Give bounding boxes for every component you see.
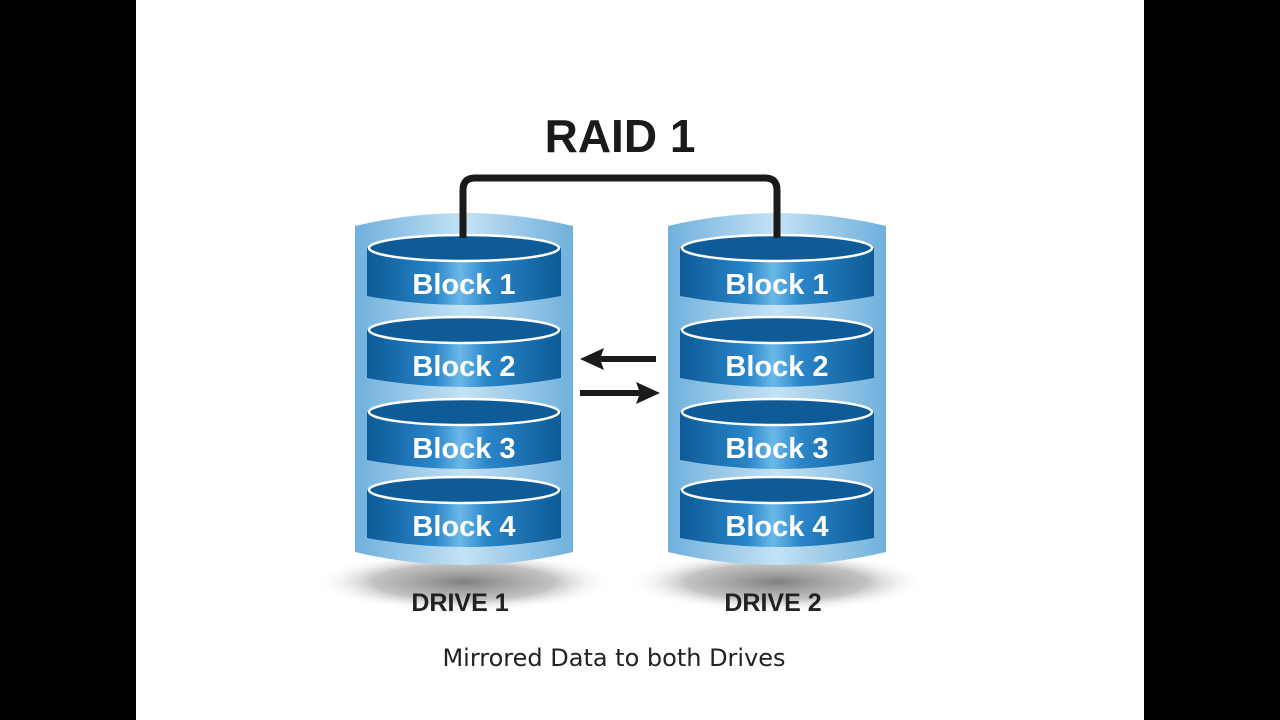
drive-shadow	[314, 552, 614, 612]
block-disk: Block 1	[367, 233, 561, 305]
block-label: Block 4	[412, 511, 515, 543]
mirror-connector	[459, 174, 781, 238]
block-top	[367, 315, 561, 345]
block-disk: Block 1	[680, 233, 874, 305]
block-top	[367, 397, 561, 427]
sync-arrows	[580, 348, 660, 404]
block-top	[367, 475, 561, 505]
block-top	[367, 233, 561, 263]
block-label: Block 1	[412, 269, 515, 301]
block-label: Block 4	[725, 511, 828, 543]
block-label: Block 2	[412, 351, 515, 383]
arrow-left-icon	[580, 348, 656, 370]
block-disk: Block 2	[367, 315, 561, 387]
drive-label: DRIVE 2	[724, 589, 821, 617]
diagram-title: RAID 1	[545, 110, 696, 162]
block-top	[680, 315, 874, 345]
block-disk: Block 3	[680, 397, 874, 469]
drive-2: Block 1 Block 2 Block 3 Block 4 DRIVE 2	[627, 213, 927, 617]
block-disk: Block 4	[367, 475, 561, 547]
drive-1: Block 1 Block 2 Block 3 Block 4 DRIVE 1	[314, 213, 614, 617]
block-disk: Block 2	[680, 315, 874, 387]
drive-label: DRIVE 1	[411, 589, 508, 617]
arrow-right-icon	[580, 382, 660, 404]
block-top	[680, 233, 874, 263]
diagram-caption: Mirrored Data to both Drives	[442, 644, 785, 672]
block-top	[680, 397, 874, 427]
block-disk: Block 3	[367, 397, 561, 469]
block-top	[680, 475, 874, 505]
block-label: Block 1	[725, 269, 828, 301]
block-disk: Block 4	[680, 475, 874, 547]
drive-shadow	[627, 552, 927, 612]
raid1-diagram: RAID 1 Block 1 Block 2 Block 3 Block 4 DRIVE…	[136, 0, 1144, 720]
block-label: Block 2	[725, 351, 828, 383]
block-label: Block 3	[412, 433, 515, 465]
block-label: Block 3	[725, 433, 828, 465]
